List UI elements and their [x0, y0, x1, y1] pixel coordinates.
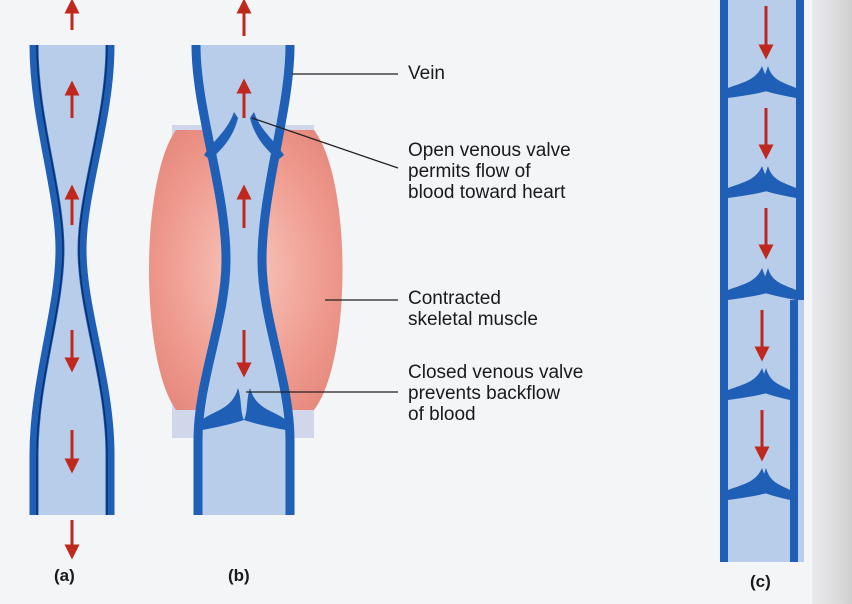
- open-valve-label: Open venous valve permits flow of blood …: [408, 140, 571, 203]
- panel-b-label: (b): [228, 566, 250, 586]
- panel-a-label: (a): [54, 566, 75, 586]
- closed-valve-label: Closed venous valve prevents backflow of…: [408, 362, 583, 425]
- panel-c-vein: [722, 0, 804, 562]
- vein-label: Vein: [408, 63, 445, 84]
- muscle-label: Contracted skeletal muscle: [408, 288, 538, 330]
- panel-c-label: (c): [750, 572, 771, 592]
